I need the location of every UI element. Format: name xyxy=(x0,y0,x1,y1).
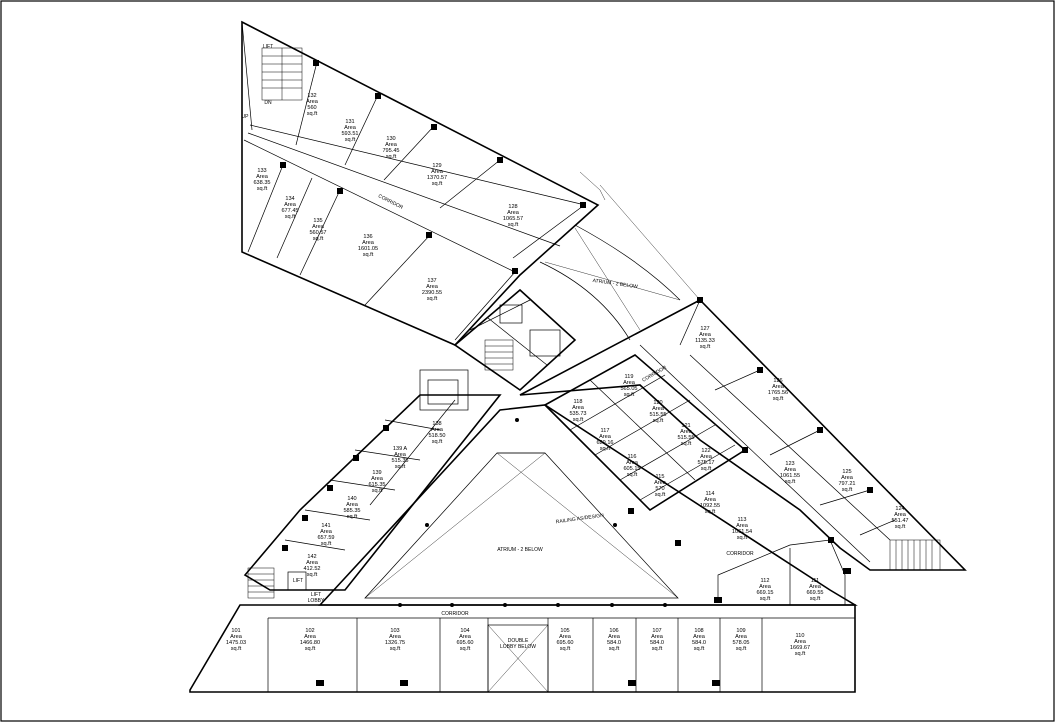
bottom-row xyxy=(189,539,856,693)
lift-label-2: LIFT xyxy=(263,44,273,50)
right-wing xyxy=(519,299,967,571)
service-core xyxy=(419,288,577,411)
up-label: UP xyxy=(242,114,250,120)
railing-label: RAILING AS/DESIGN xyxy=(555,513,604,526)
lift-lobby-label-2: LOBBY xyxy=(308,598,325,604)
atrium-center-label: ATRIUM - 2 BELOW xyxy=(497,547,543,553)
central-atrium xyxy=(318,404,858,607)
atrium-upper xyxy=(539,224,681,341)
corridor-right2-label: CORRIDOR xyxy=(726,551,754,557)
stair-right xyxy=(889,539,941,571)
stair-left xyxy=(247,567,275,599)
lobby-below-label-1: DOUBLE xyxy=(508,638,529,644)
lobby-below-label-2: LOBBY BELOW xyxy=(500,644,536,650)
stair-top-left xyxy=(261,47,303,101)
upper-wing xyxy=(241,20,701,346)
atrium-upper-label: ATRIUM - 2 BELOW xyxy=(592,278,638,290)
dn-label: DN xyxy=(264,100,272,106)
corridor-lower-label: CORRIDOR xyxy=(441,611,469,617)
lift-label: LIFT xyxy=(293,578,303,584)
plan-notes: ATRIUM - 2 BELOW RAILING AS/DESIGN ATRIU… xyxy=(242,44,754,650)
columns xyxy=(280,60,873,603)
left-wing xyxy=(243,394,502,599)
corridor-upper-label: CORRIDOR xyxy=(377,193,404,211)
lift-lobby-label-1: LIFT xyxy=(311,592,321,598)
